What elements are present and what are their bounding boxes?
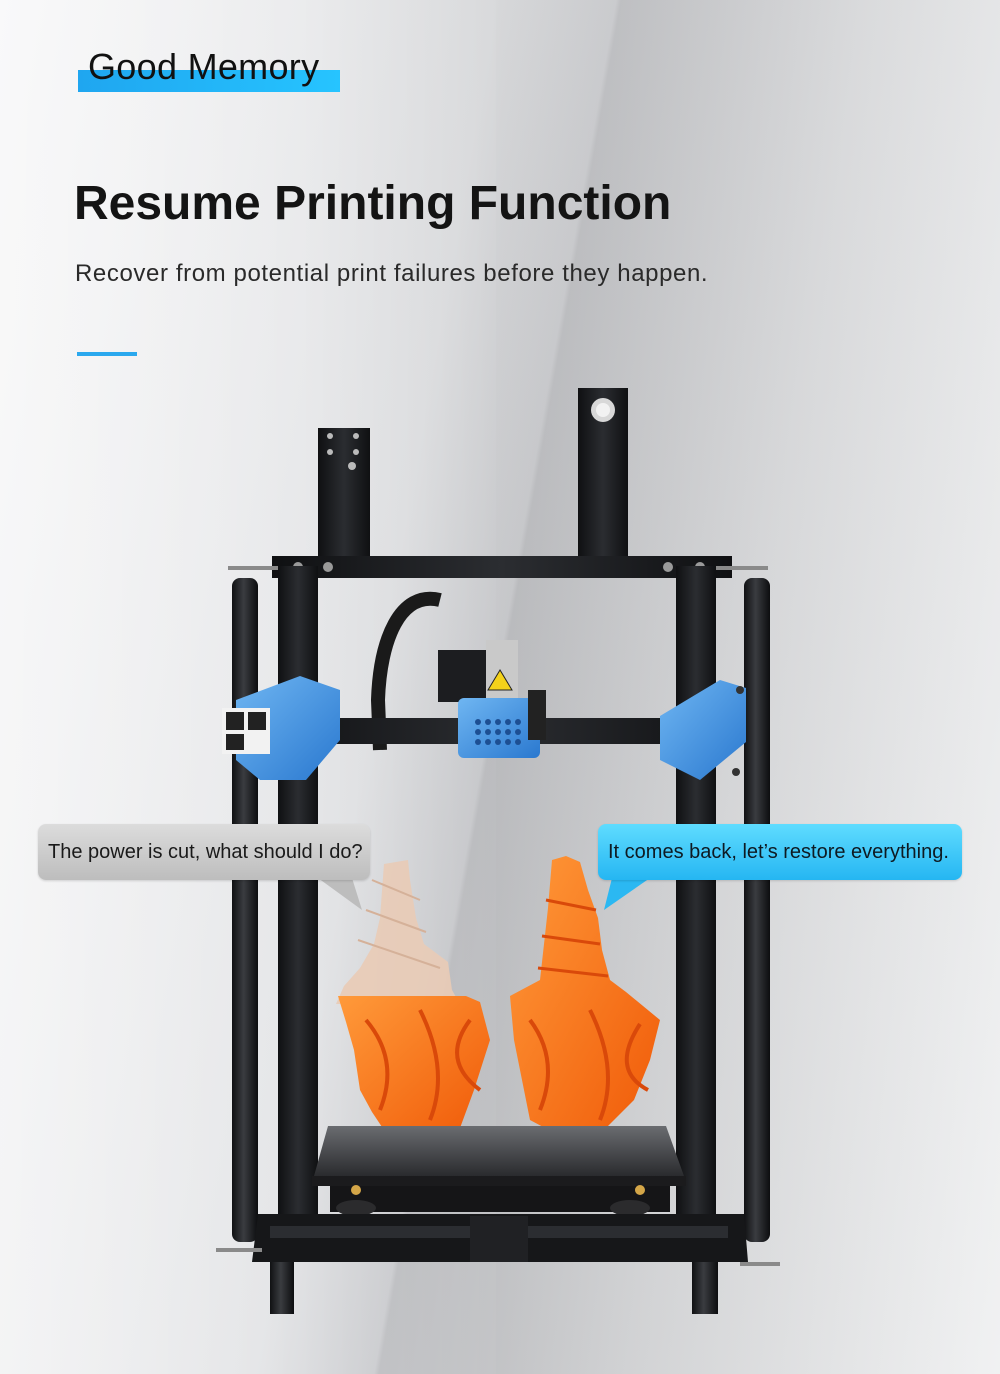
- ghost-partial-model: [336, 860, 460, 1004]
- base-frame: [216, 1214, 780, 1314]
- speech-bubble-power-cut: The power is cut, what should I do?: [38, 824, 370, 880]
- speech-bubble-power-cut-text: The power is cut, what should I do?: [48, 840, 363, 863]
- left-bubble-tail: [318, 878, 362, 910]
- filament-tube: [370, 591, 442, 751]
- top-crossbar: [272, 556, 732, 578]
- accent-divider: [77, 352, 137, 356]
- extruder-motor: [438, 650, 488, 702]
- right-printed-model: [510, 856, 660, 1136]
- page-subtitle: Recover from potential print failures be…: [75, 260, 709, 287]
- heated-bed: [312, 1126, 686, 1216]
- left-lead-rod: [232, 578, 258, 1242]
- left-top-tower: [318, 428, 370, 560]
- z-axis-top-towers: [318, 388, 628, 560]
- speech-bubble-restore-text: It comes back, let’s restore everything.: [608, 840, 949, 863]
- extruder-assembly: [438, 640, 546, 758]
- printer-illustration: [216, 388, 780, 1314]
- section-badge: Good Memory: [78, 44, 340, 92]
- left-printed-model: [338, 996, 490, 1134]
- hotend-fan-cover: [458, 698, 540, 758]
- right-frame-extrusion: [676, 566, 716, 1226]
- left-z-carriage: [222, 676, 340, 780]
- speech-bubble-restore: It comes back, let’s restore everything.: [598, 824, 962, 880]
- left-frame-extrusion: [278, 566, 318, 1226]
- badge-label: Good Memory: [88, 46, 320, 87]
- right-bubble-tail: [604, 878, 650, 910]
- right-z-carriage: [660, 680, 746, 780]
- badge-highlight-bar: [78, 70, 340, 92]
- page-title: Resume Printing Function: [74, 177, 672, 230]
- right-lead-rod: [744, 578, 770, 1242]
